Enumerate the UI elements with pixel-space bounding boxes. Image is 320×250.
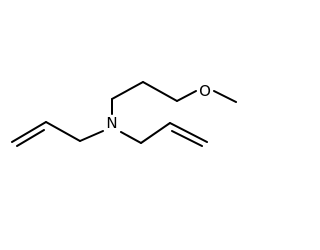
bond-right-ch2-ch — [140, 122, 171, 144]
bond-n-left-ch2 — [79, 130, 104, 142]
nitrogen-atom-label: N — [106, 114, 117, 132]
bond-left-double-inner — [16, 129, 45, 147]
bond-propyl-c1-c2 — [111, 81, 144, 100]
bond-left-ch2-ch — [45, 121, 81, 142]
bond-c3-oxygen — [176, 90, 197, 102]
oxygen-atom-label: O — [199, 82, 211, 100]
bond-oxygen-methyl — [213, 90, 237, 103]
bond-n-right-ch2 — [120, 131, 142, 144]
bond-right-double-inner — [171, 130, 203, 147]
bond-right-double-outer — [169, 122, 208, 143]
bond-propyl-c2-c3 — [142, 81, 178, 102]
structure-diagram: N O — [11, 81, 237, 147]
bond-left-double-outer — [11, 121, 47, 143]
